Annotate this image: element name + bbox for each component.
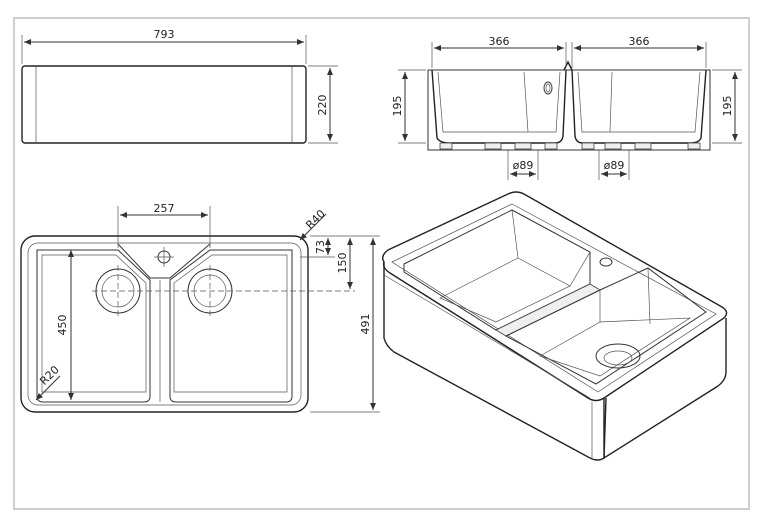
plan-view	[20, 206, 380, 413]
section-view	[398, 42, 742, 180]
dim-bowl-width-right: 366	[629, 35, 650, 48]
dim-drain-offset: 150	[336, 253, 349, 274]
dim-bowl-depth: 450	[56, 315, 69, 336]
dim-bowl-width-left: 366	[489, 35, 510, 48]
dim-front-height: 220	[316, 95, 329, 116]
isometric-view	[381, 191, 728, 461]
dim-drain-left: ø89	[513, 159, 534, 172]
dim-radius-outer: R40	[303, 207, 327, 231]
dim-side-height-right: 195	[721, 96, 734, 117]
dim-overflow-offset: 73	[314, 240, 327, 254]
front-view	[21, 35, 338, 144]
dim-drain-right: ø89	[604, 159, 625, 172]
dim-overall-width: 793	[154, 28, 175, 41]
dim-radius-inner: R20	[37, 363, 61, 387]
dim-overall-depth: 491	[359, 314, 372, 335]
dim-drain-spacing: 257	[154, 202, 175, 215]
dim-side-height-left: 195	[391, 96, 404, 117]
